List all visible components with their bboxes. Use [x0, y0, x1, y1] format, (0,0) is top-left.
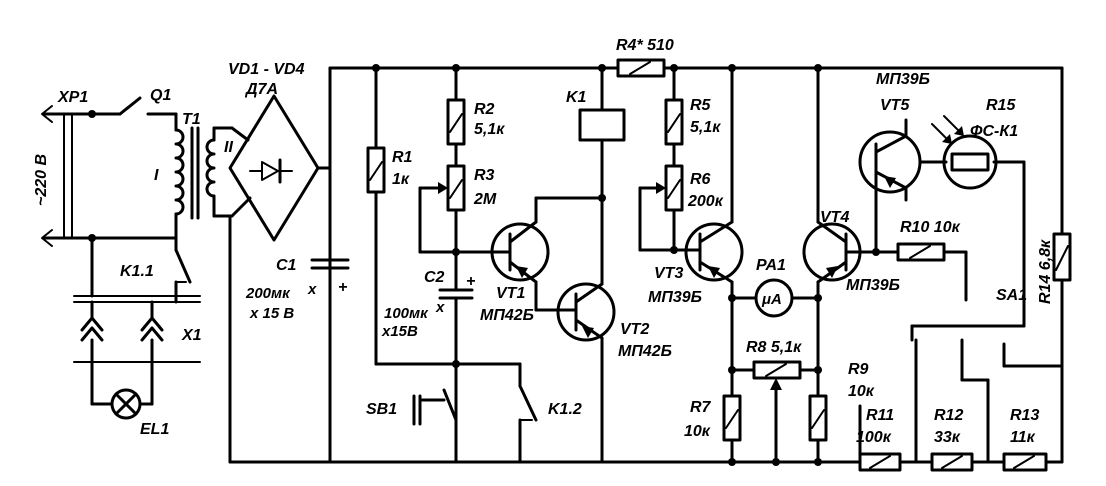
- sa1-label: SA1: [996, 287, 1027, 304]
- mains-plug-xp1: [41, 105, 94, 247]
- r1-value: 1к: [392, 171, 410, 188]
- resistor-r13: [1002, 452, 1048, 472]
- winding-i-label: I: [154, 167, 159, 184]
- power-rails: [228, 66, 1064, 464]
- r9-label: R9: [848, 361, 869, 378]
- resistor-r12: [930, 452, 974, 472]
- r10-label: R10 10к: [900, 219, 961, 236]
- c2-value-2: х15В: [381, 323, 418, 340]
- transformer-t1: [90, 112, 234, 240]
- resistor-r14: [1052, 66, 1072, 464]
- c1-value-1: 200мк: [245, 285, 291, 302]
- diode-bridge-vd1-vd4: [228, 94, 332, 242]
- r15-label: R15: [986, 97, 1016, 114]
- vd-type-label: Д7А: [244, 81, 278, 98]
- r1-label: R1: [392, 149, 413, 166]
- vt4-type: МП39Б: [846, 277, 900, 294]
- c2-x-mark: х: [435, 299, 445, 316]
- c2-value-1: 100мк: [384, 305, 429, 322]
- k1-1-label: K1.1: [120, 263, 154, 280]
- c1-label: C1: [276, 257, 297, 274]
- c1-x-mark: х: [307, 281, 317, 298]
- r3-label: R3: [474, 167, 495, 184]
- el1-label: EL1: [140, 421, 169, 438]
- c1-value-2: х 15 В: [249, 305, 294, 322]
- resistor-r5: [664, 64, 684, 168]
- r11-value: 100к: [856, 429, 892, 446]
- capacitor-c1: [310, 258, 350, 270]
- transistor-vt2: [556, 138, 616, 464]
- r12-value: 33к: [934, 429, 961, 446]
- vt5-type: МП39Б: [876, 71, 930, 88]
- mains-voltage-label: ~220 В: [33, 154, 50, 206]
- resistor-r1: [366, 64, 522, 366]
- r8-label: R8 5,1к: [746, 339, 802, 356]
- c2-label: C2: [424, 269, 445, 286]
- r7-value: 10к: [684, 423, 711, 440]
- relay-coil-k1: [578, 64, 626, 142]
- resistor-r4: [616, 58, 666, 78]
- vt5-label: VT5: [880, 97, 910, 114]
- vt4-label: VT4: [820, 209, 849, 226]
- r11-label: R11: [866, 407, 894, 424]
- potentiometer-r8: [728, 360, 822, 466]
- r2-value: 5,1к: [474, 121, 505, 138]
- r14-label: R14 6,8к: [1037, 239, 1054, 304]
- resistor-r7: [722, 368, 742, 466]
- r6-value: 200к: [687, 193, 724, 210]
- transistor-vt4: [802, 64, 878, 372]
- x1-label: X1: [181, 327, 202, 344]
- c2-plus: +: [466, 273, 475, 290]
- resistor-r10: [874, 242, 968, 302]
- relay-contact-k1-2: [518, 362, 538, 464]
- t1-label: T1: [182, 111, 201, 128]
- vt1-type: МП42Б: [480, 307, 534, 324]
- pa1-symbol: μА: [761, 291, 782, 308]
- r15-type: ФС-К1: [970, 123, 1018, 140]
- r7-label: R7: [690, 399, 712, 416]
- button-sb1: [412, 388, 458, 464]
- c1-plus: +: [338, 279, 347, 296]
- vt2-type: МП42Б: [618, 343, 672, 360]
- xp1-label: XP1: [57, 89, 88, 106]
- photoresistor-r15: [910, 115, 1026, 328]
- r9-value: 10к: [848, 383, 875, 400]
- winding-ii-label: II: [224, 139, 233, 156]
- r13-label: R13: [1010, 407, 1039, 424]
- vt3-type: МП39Б: [648, 289, 702, 306]
- vt3-label: VT3: [654, 265, 683, 282]
- switch-q1: [88, 96, 178, 118]
- vt2-label: VT2: [620, 321, 649, 338]
- transistor-vt1: [454, 196, 604, 312]
- k1-label: K1: [566, 89, 587, 106]
- potentiometer-r3: [418, 164, 466, 292]
- k1-2-label: K1.2: [548, 401, 582, 418]
- resistor-r2: [446, 64, 466, 168]
- r13-value: 11к: [1010, 429, 1036, 446]
- resistor-r11: [858, 452, 902, 472]
- lamp-el1: [90, 388, 154, 420]
- connector-x1: [73, 294, 201, 406]
- r6-label: R6: [690, 171, 711, 188]
- q1-label: Q1: [150, 87, 171, 104]
- r5-value: 5,1к: [690, 119, 721, 136]
- r4-label: R4* 510: [616, 37, 674, 54]
- relay-contact-k1-1: [88, 234, 192, 298]
- vd-label: VD1 - VD4: [228, 61, 305, 78]
- microammeter-pa1: [730, 278, 822, 318]
- resistor-r9: [808, 368, 828, 466]
- pa1-label: PA1: [756, 257, 786, 274]
- sb1-label: SB1: [366, 401, 397, 418]
- vt1-label: VT1: [496, 285, 525, 302]
- r2-label: R2: [474, 101, 495, 118]
- r5-label: R5: [690, 97, 712, 114]
- r3-value: 2М: [473, 191, 497, 208]
- r12-label: R12: [934, 407, 963, 424]
